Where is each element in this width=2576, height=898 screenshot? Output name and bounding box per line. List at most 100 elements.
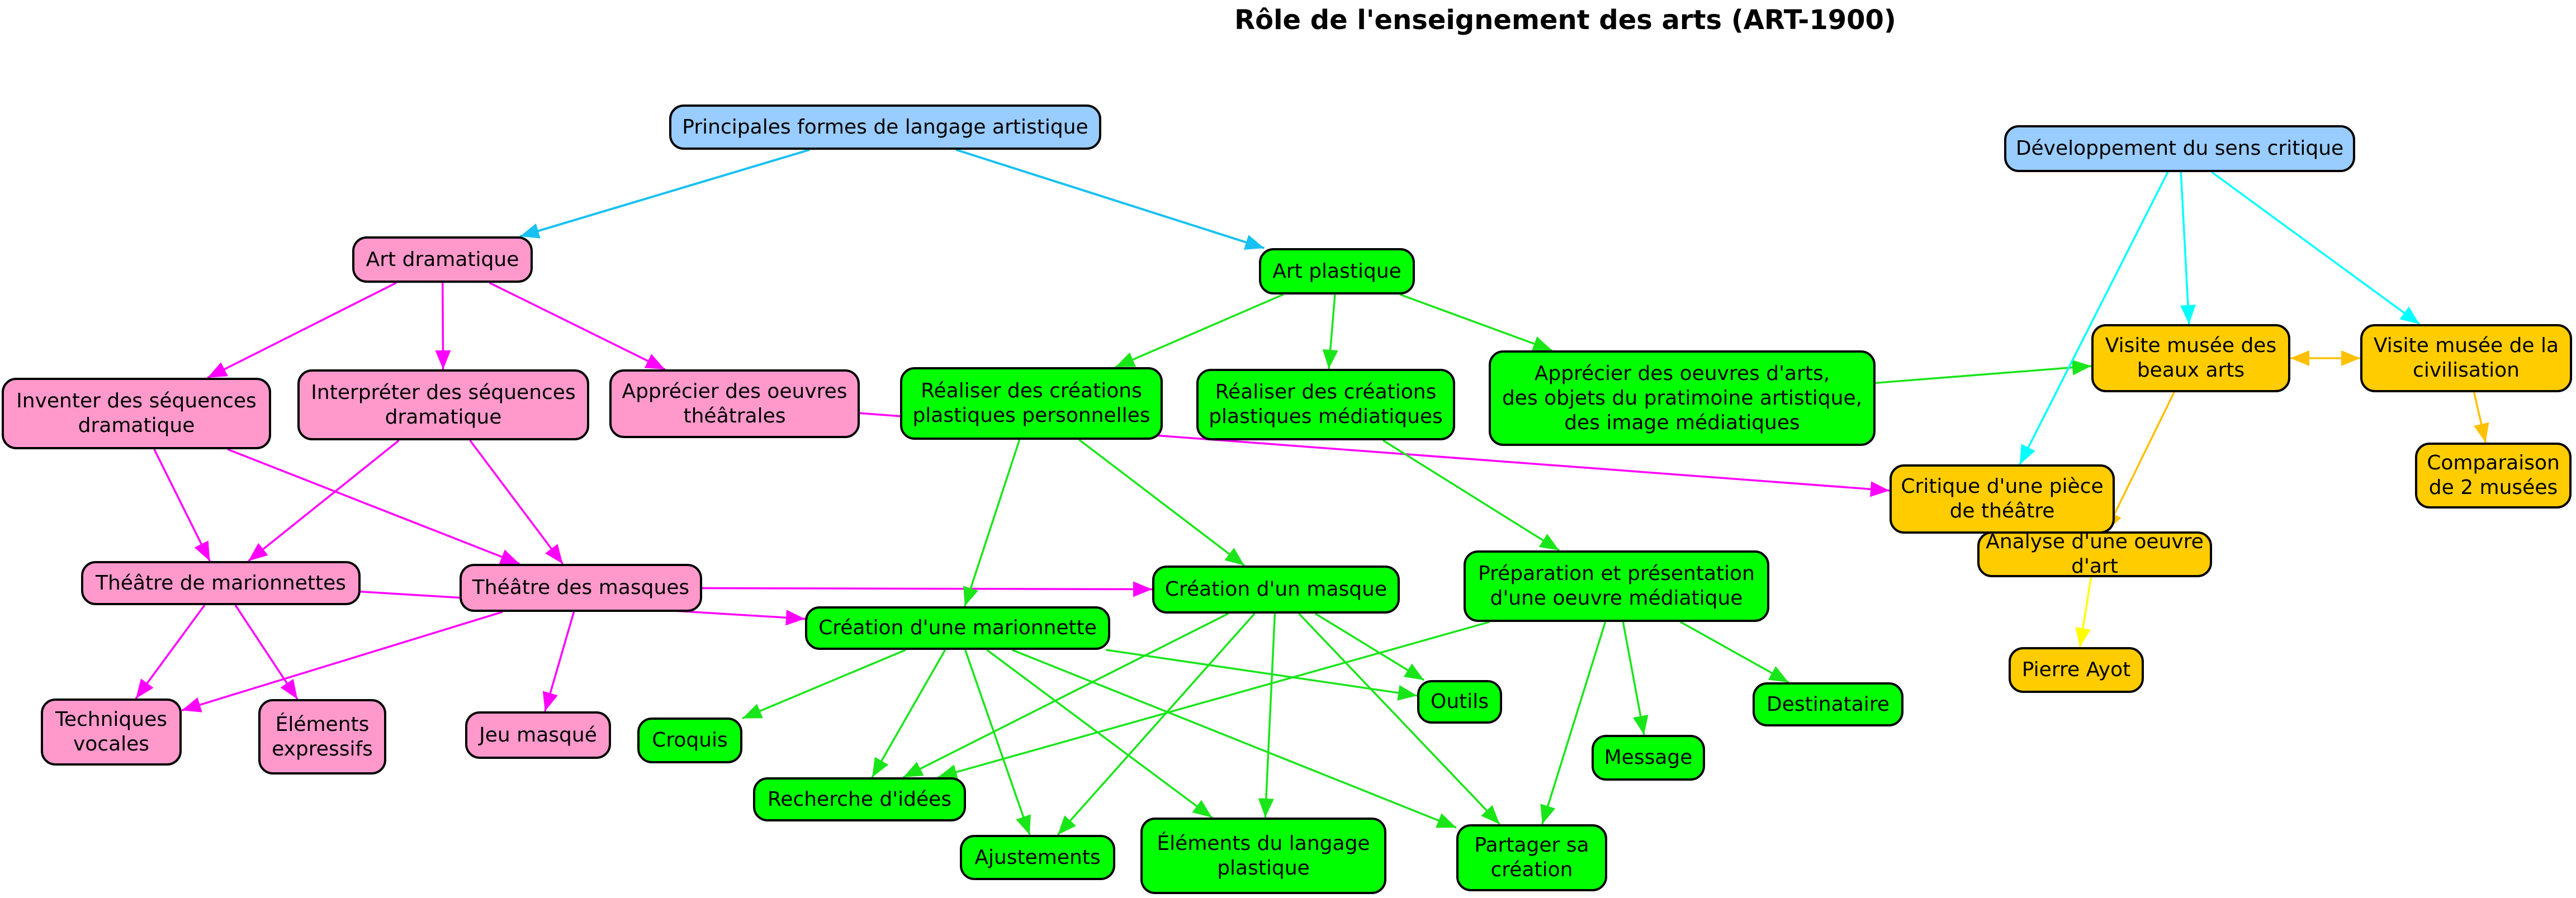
arrowhead-apprecier_arts-to-visite_beaux_arts [2072, 359, 2091, 376]
node-elements-expressifs[interactable]: Éléments expressifs [258, 699, 386, 775]
edge-art_dramatique-to-apprecier_theatrales [489, 282, 666, 370]
node-pierre-ayot[interactable]: Pierre Ayot [2009, 647, 2144, 693]
arrowhead-creation_masque-to-ajustements [1058, 815, 1077, 835]
arrowhead-creation_masque-to-elements_langage [1258, 798, 1274, 818]
arrowhead-apprecier_theatrales-to-critique_piece [1870, 481, 1890, 497]
node-realiser-creations-mediatiques[interactable]: Réaliser des créations plastiques médiat… [1196, 369, 1455, 440]
arrowhead-creation_marionnette-to-croquis [742, 704, 763, 719]
node-inventer-sequences[interactable]: Inventer des séquences dramatique [2, 378, 271, 449]
arrowhead-theatre_masques-to-techniques_vocales [182, 697, 202, 712]
node-developpement-sens-critique[interactable]: Développement du sens critique [2004, 125, 2355, 172]
arrowhead-interpreter-to-theatre_masques [545, 544, 563, 564]
arrowhead-creation_marionnette-to-partager [1436, 813, 1456, 828]
edge-creation_marionnette-to-recherche_idees [871, 649, 946, 778]
node-interpreter-sequences[interactable]: Interpréter des séquences dramatique [297, 369, 589, 440]
edge-sens_critique-to-visite_beaux_arts [2180, 172, 2190, 325]
edge-creation_marionnette-to-outils [1106, 649, 1418, 697]
node-destinataire[interactable]: Destinataire [1753, 682, 1903, 726]
arrowhead-creation_masque-to-recherche_idees [903, 762, 924, 777]
arrowhead-visite_civilisation-to-comparaison [2474, 422, 2489, 443]
node-creation-marionnette[interactable]: Création d'une marionnette [805, 606, 1110, 650]
edge-art_dramatique-to-inventer [207, 282, 397, 379]
node-apprecier-oeuvres-theatrales[interactable]: Apprécier des oeuvres théâtrales [609, 369, 860, 438]
edge-inventer-to-theatre_masques [227, 448, 520, 565]
node-outils[interactable]: Outils [1417, 680, 1502, 724]
arrowhead-realiser_perso-to-creation_masque [1224, 548, 1245, 566]
node-jeu-masque[interactable]: Jeu masqué [465, 711, 611, 759]
node-preparation-presentation[interactable]: Préparation et présentation d'une oeuvre… [1464, 550, 1769, 622]
edge-preparation-to-message [1622, 621, 1645, 735]
arrowhead-theatre_marionnettes-to-elements_expressifs [280, 678, 297, 699]
edge-interpreter-to-theatre_marionnettes [248, 439, 400, 562]
edge-creation_masque-to-recherche_idees [903, 612, 1229, 778]
arrowhead-analyse-to-pierre_ayot [2075, 627, 2091, 647]
node-croquis[interactable]: Croquis [637, 718, 742, 763]
node-ajustements[interactable]: Ajustements [960, 835, 1115, 880]
arrowhead-theatre_marionnettes-to-techniques_vocales [136, 678, 154, 699]
node-principales-formes[interactable]: Principales formes de langage artistique [669, 104, 1101, 150]
edge-sens_critique-to-visite_civilisation [2211, 171, 2421, 325]
arrowhead-principales-to-art_plastique [1243, 235, 1265, 250]
edge-realiser_perso-to-creation_marionnette [964, 439, 1021, 607]
edge-realiser_perso-to-creation_masque [1078, 439, 1246, 567]
arrowhead-visite_civilisation-to-visite_beaux_arts [2290, 350, 2309, 366]
edge-theatre_masques-to-techniques_vocales [181, 611, 503, 711]
edge-art_plastique-to-apprecier_arts [1399, 293, 1553, 351]
node-art-dramatique[interactable]: Art dramatique [352, 236, 533, 283]
arrowhead-sens_critique-to-critique_piece [2019, 444, 2035, 464]
arrowhead-inventer-to-theatre_masques [499, 549, 520, 564]
edge-inventer-to-theatre_marionnettes [153, 449, 211, 562]
arrowhead-creation_masque-to-partager [1481, 805, 1500, 824]
node-techniques-vocales[interactable]: Techniques vocales [41, 699, 182, 766]
edge-interpreter-to-theatre_masques [469, 439, 564, 565]
arrowhead-preparation-to-partager [1540, 804, 1556, 824]
edge-creation_marionnette-to-ajustements [964, 649, 1031, 835]
node-visite-musee-beaux-arts[interactable]: Visite musée des beaux arts [2091, 324, 2290, 392]
arrowhead-art_dramatique-to-apprecier_theatrales [644, 354, 665, 369]
diagram-title: Rôle de l'enseignement des arts (ART-190… [1234, 4, 1896, 36]
edge-realiser_media-to-preparation [1382, 439, 1560, 552]
arrowhead-creation_masque-to-outils [1403, 663, 1424, 680]
edge-preparation-to-recherche_idees [937, 621, 1490, 778]
arrowhead-theatre_masques-to-jeu_masque [542, 691, 558, 711]
node-theatre-masques[interactable]: Théâtre des masques [460, 564, 702, 612]
node-recherche-idees[interactable]: Recherche d'idées [753, 777, 966, 821]
edge-visite_beaux_arts-to-analyse [2105, 392, 2175, 532]
node-visite-musee-civilisation[interactable]: Visite musée de la civilisation [2360, 324, 2572, 392]
arrowhead-inventer-to-theatre_marionnettes [194, 540, 210, 561]
arrowhead-principales-to-art_dramatique [520, 223, 541, 239]
arrowhead-art_plastique-to-realiser_media [1322, 349, 1338, 369]
arrowhead-visite_beaux_arts-to-visite_civilisation [2341, 350, 2360, 366]
arrowhead-preparation-to-message [1632, 715, 1649, 735]
arrowhead-creation_marionnette-to-ajustements [1016, 814, 1031, 835]
edge-creation_marionnette-to-croquis [742, 649, 906, 720]
arrowhead-sens_critique-to-visite_beaux_arts [2180, 305, 2196, 324]
arrowhead-preparation-to-destinataire [1768, 666, 1789, 682]
arrowhead-theatre_masques-to-creation_masque [1133, 581, 1152, 597]
edge-creation_marionnette-to-elements_langage [986, 649, 1213, 819]
node-theatre-marionnettes[interactable]: Théâtre de marionnettes [81, 561, 361, 605]
edge-theatre_marionnettes-to-techniques_vocales [135, 604, 206, 700]
node-art-plastique[interactable]: Art plastique [1259, 248, 1415, 294]
node-analyse-oeuvre-art[interactable]: Analyse d'une oeuvre d'art [1977, 530, 2212, 578]
node-critique-piece-theatre[interactable]: Critique d'une pièce de théâtre [1890, 464, 2115, 534]
node-apprecier-oeuvres-arts[interactable]: Apprécier des oeuvres d'arts, des objets… [1489, 350, 1876, 446]
node-creation-masque[interactable]: Création d'un masque [1152, 566, 1400, 614]
arrowhead-preparation-to-recherche_idees [937, 764, 959, 780]
edge-creation_marionnette-to-partager [1011, 649, 1457, 829]
arrowhead-realiser_media-to-preparation [1538, 534, 1560, 550]
arrowhead-creation_marionnette-to-elements_langage [1192, 800, 1213, 818]
node-elements-langage-plastique[interactable]: Éléments du langage plastique [1140, 818, 1386, 894]
node-message[interactable]: Message [1592, 735, 1705, 781]
node-realiser-creations-personnelles[interactable]: Réaliser des créations plastiques person… [900, 367, 1163, 440]
edge-principales-to-art_plastique [955, 149, 1265, 249]
edge-art_plastique-to-realiser_perso [1115, 293, 1284, 368]
edge-apprecier_arts-to-visite_beaux_arts [1875, 365, 2092, 384]
node-comparaison-musees[interactable]: Comparaison de 2 musées [2415, 443, 2572, 509]
edge-creation_masque-to-ajustements [1057, 612, 1256, 836]
arrowhead-art_plastique-to-realiser_perso [1115, 352, 1136, 367]
edge-preparation-to-partager [1541, 621, 1607, 825]
node-partager-creation[interactable]: Partager sa création [1456, 824, 1607, 891]
arrowhead-interpreter-to-theatre_marionnettes [248, 543, 268, 561]
